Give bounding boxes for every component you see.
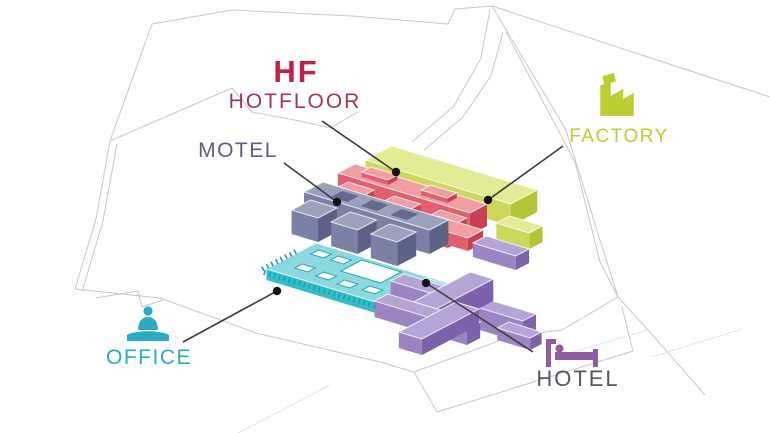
bed-icon bbox=[546, 339, 598, 367]
factory-icon bbox=[600, 73, 634, 116]
factory-label: FACTORY bbox=[569, 126, 669, 147]
hotel-label: HOTEL bbox=[536, 366, 620, 391]
office-label: OFFICE bbox=[106, 346, 192, 369]
motel-label: MOTEL bbox=[198, 139, 278, 162]
office-person-icon bbox=[127, 306, 169, 341]
hotfloor-label: HOTFLOOR bbox=[228, 90, 362, 113]
hotfloor-abbreviation-label: HF bbox=[273, 54, 319, 89]
